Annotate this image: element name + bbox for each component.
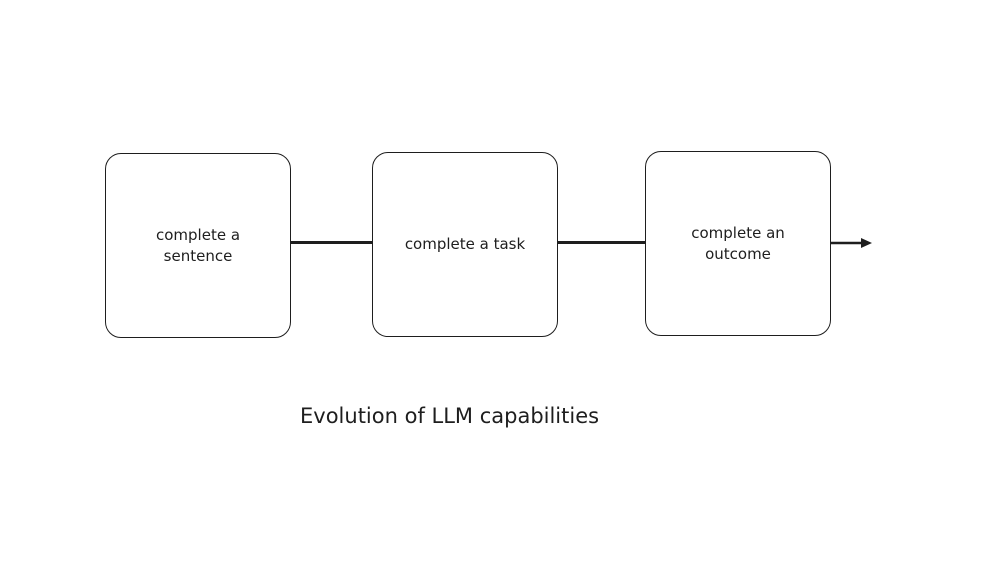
- arrowhead-icon: [861, 238, 872, 248]
- node-complete-sentence[interactable]: complete a sentence: [105, 153, 291, 338]
- node-complete-outcome[interactable]: complete an outcome: [645, 151, 831, 336]
- node-label: complete an outcome: [691, 223, 785, 263]
- node-label: complete a task: [404, 235, 526, 253]
- diagram-caption: Evolution of LLM capabilities: [300, 404, 600, 428]
- connector-2-3: [557, 241, 646, 244]
- connector-1-2: [290, 241, 373, 244]
- node-complete-task[interactable]: complete a task: [372, 152, 558, 337]
- node-label: complete a sentence: [155, 225, 241, 265]
